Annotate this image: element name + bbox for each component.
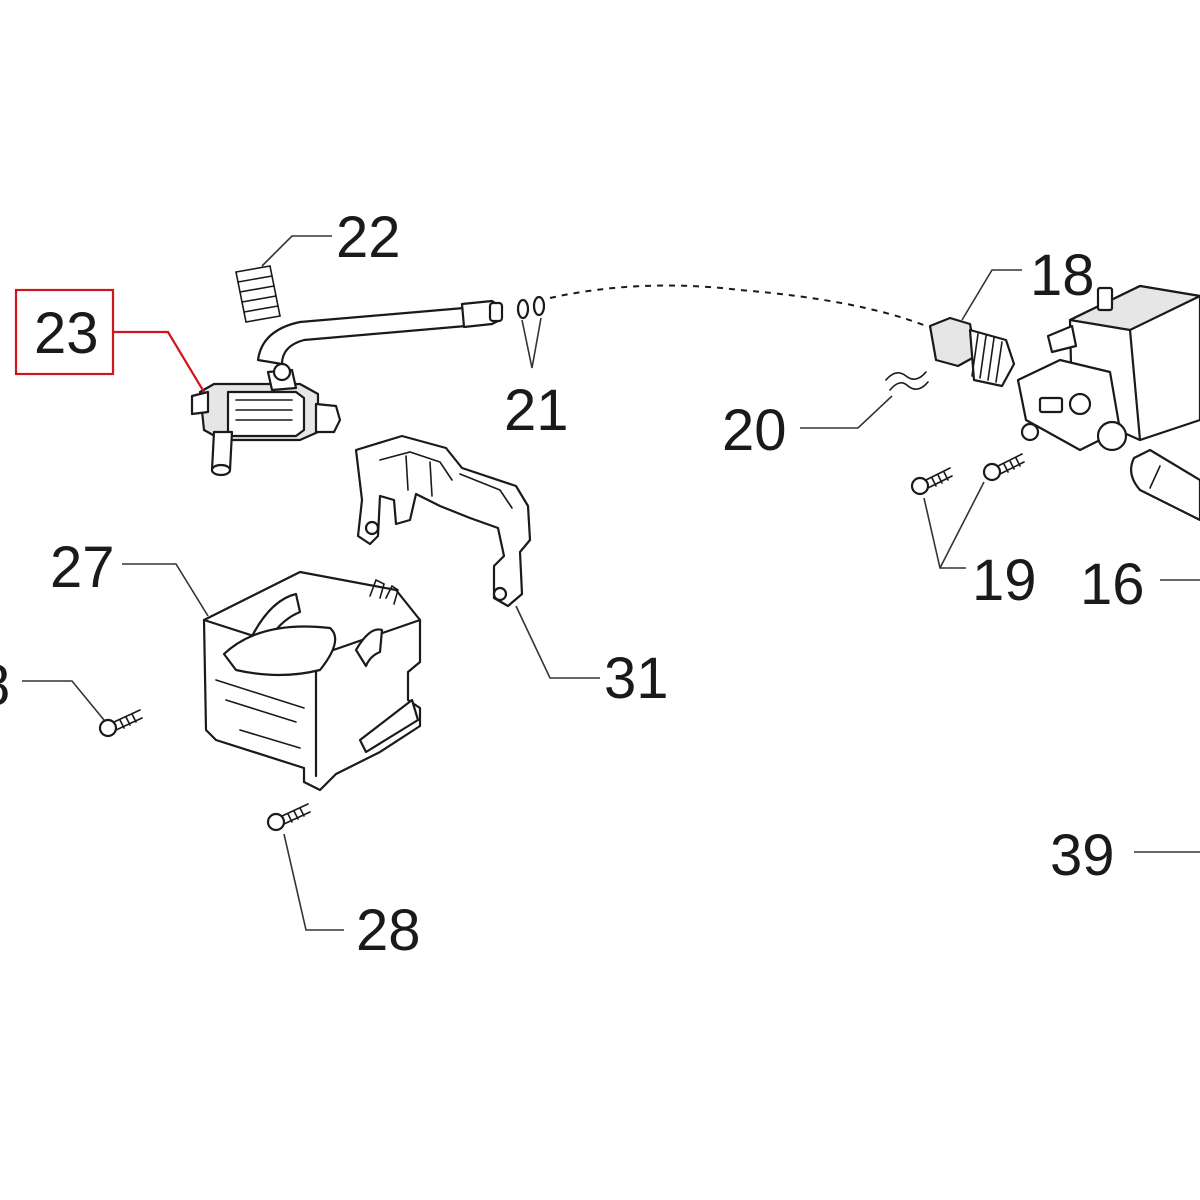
part-number-20[interactable]: 20 (722, 398, 787, 463)
housing-part-27[interactable] (202, 570, 422, 792)
part-number-39[interactable]: 39 (1050, 823, 1115, 888)
hose-part-16[interactable] (1129, 448, 1200, 522)
leader-line-28 (283, 833, 344, 931)
leader-line-19 (923, 481, 985, 569)
part-number-8[interactable]: 8 (0, 653, 10, 718)
valve-assembly-part-23[interactable] (190, 299, 504, 477)
solenoid-valve[interactable] (1016, 284, 1200, 452)
part-number-28[interactable]: 28 (356, 898, 421, 963)
assembly-path-dashed (549, 284, 927, 327)
leader-line-31 (515, 605, 600, 679)
part-number-18[interactable]: 18 (1030, 243, 1095, 308)
part-number-31[interactable]: 31 (604, 646, 669, 711)
part-number-21[interactable]: 21 (504, 378, 569, 443)
leader-line-20 (800, 395, 893, 429)
leader-line-18 (961, 269, 1022, 321)
part-number-22[interactable]: 22 (336, 205, 401, 270)
leader-line-23 (113, 330, 205, 393)
part-number-23[interactable]: 23 (34, 301, 99, 366)
screw-part-28[interactable] (266, 803, 311, 832)
leader-line-21 (521, 317, 542, 369)
screws-part-19[interactable] (910, 453, 1025, 496)
leader-line-8 (22, 680, 105, 721)
part-number-19[interactable]: 19 (972, 548, 1037, 613)
bracket-part-31[interactable] (354, 434, 532, 608)
spring-part-22[interactable] (235, 265, 281, 323)
screw-part-8[interactable] (98, 709, 143, 738)
clip-part-20[interactable] (885, 371, 929, 391)
leader-line-22 (261, 235, 332, 267)
leader-line-27 (122, 563, 209, 617)
part-number-16[interactable]: 16 (1080, 552, 1145, 617)
o-rings-part-21[interactable] (516, 295, 546, 320)
part-number-27[interactable]: 27 (50, 535, 115, 600)
fitting-part-18[interactable] (928, 316, 1016, 388)
